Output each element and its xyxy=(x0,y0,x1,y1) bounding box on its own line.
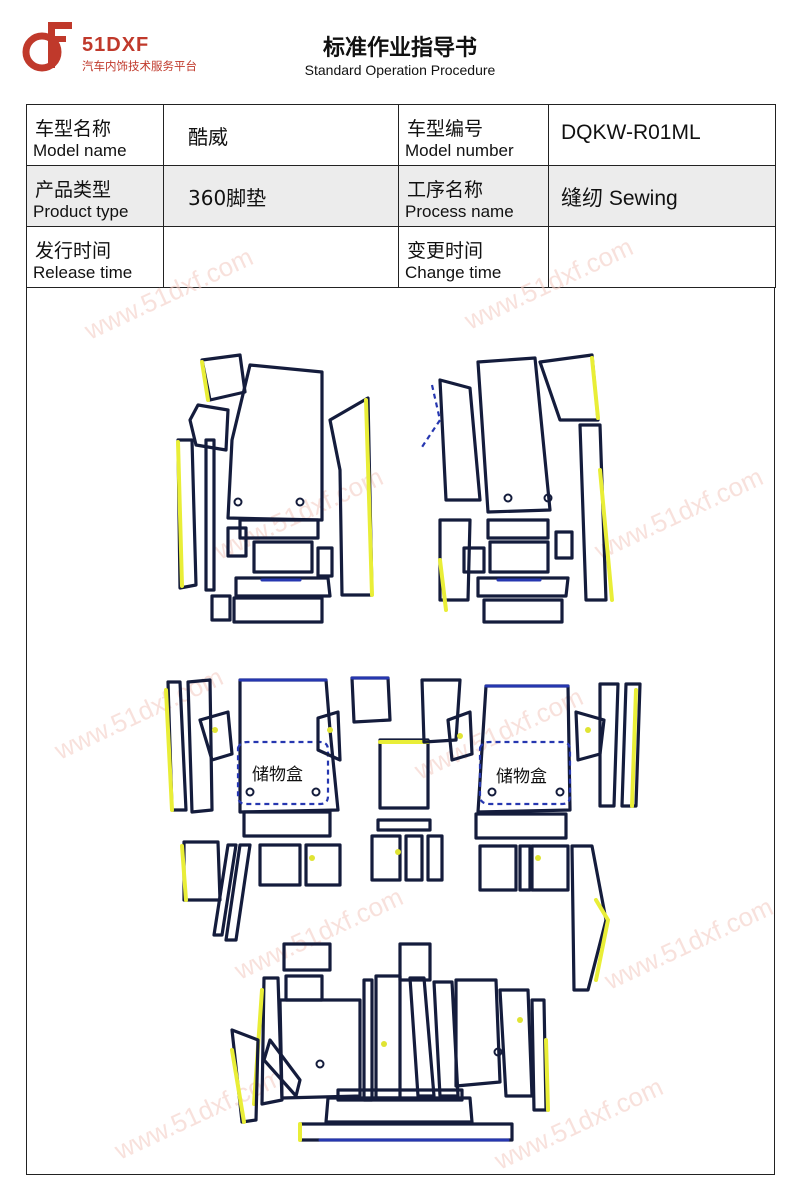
model-number-label-en: Model number xyxy=(405,141,514,160)
process-name-label-en: Process name xyxy=(405,202,514,221)
value-cell xyxy=(163,226,399,288)
label-cell: 产品类型 Product type xyxy=(26,165,164,227)
label-cell: 变更时间 Change time xyxy=(398,226,549,288)
value-cell: 360脚垫 xyxy=(163,165,399,227)
label-cell: 工序名称 Process name xyxy=(398,165,549,227)
logo-subtitle: 汽车内饰技术服务平台 xyxy=(82,59,197,73)
release-time-label-zh: 发行时间 xyxy=(35,240,112,262)
process-name-value: 缝纫 Sewing xyxy=(561,187,678,210)
model-name-value: 酷威 xyxy=(188,125,228,149)
product-type-label-zh: 产品类型 xyxy=(35,179,112,201)
diagram-frame xyxy=(26,288,775,1175)
label-cell: 发行时间 Release time xyxy=(26,226,164,288)
label-cell: 车型编号 Model number xyxy=(398,104,549,166)
model-name-label-zh: 车型名称 xyxy=(35,118,112,140)
change-time-label-en: Change time xyxy=(405,263,502,282)
change-time-label-zh: 变更时间 xyxy=(407,240,484,262)
table-row: 发行时间 Release time 变更时间 Change time xyxy=(26,226,776,288)
product-type-label-en: Product type xyxy=(33,202,129,221)
product-type-value: 360脚垫 xyxy=(188,186,267,210)
value-cell xyxy=(548,226,776,288)
value-cell: 酷威 xyxy=(163,104,399,166)
logo-text: 51DXF xyxy=(82,34,150,56)
model-name-label-en: Model name xyxy=(33,141,127,160)
value-cell: DQKW-R01ML xyxy=(548,104,776,166)
document-subtitle: Standard Operation Procedure xyxy=(304,62,496,78)
brand-logo: 51DXF 汽车内饰技术服务平台 xyxy=(20,18,235,80)
table-row: 车型名称 Model name 酷威 车型编号 Model number DQK… xyxy=(26,104,776,166)
document-title: 标准作业指导书 xyxy=(322,36,477,61)
label-cell: 车型名称 Model name xyxy=(26,104,164,166)
info-table: 车型名称 Model name 酷威 车型编号 Model number DQK… xyxy=(26,104,776,288)
logo-mark-icon xyxy=(22,22,72,72)
value-cell: 缝纫 Sewing xyxy=(548,165,776,227)
model-number-value: DQKW-R01ML xyxy=(561,121,701,144)
model-number-label-zh: 车型编号 xyxy=(407,118,484,140)
process-name-label-zh: 工序名称 xyxy=(407,179,484,201)
release-time-label-en: Release time xyxy=(33,263,133,282)
table-row: 产品类型 Product type 360脚垫 工序名称 Process nam… xyxy=(26,165,776,227)
